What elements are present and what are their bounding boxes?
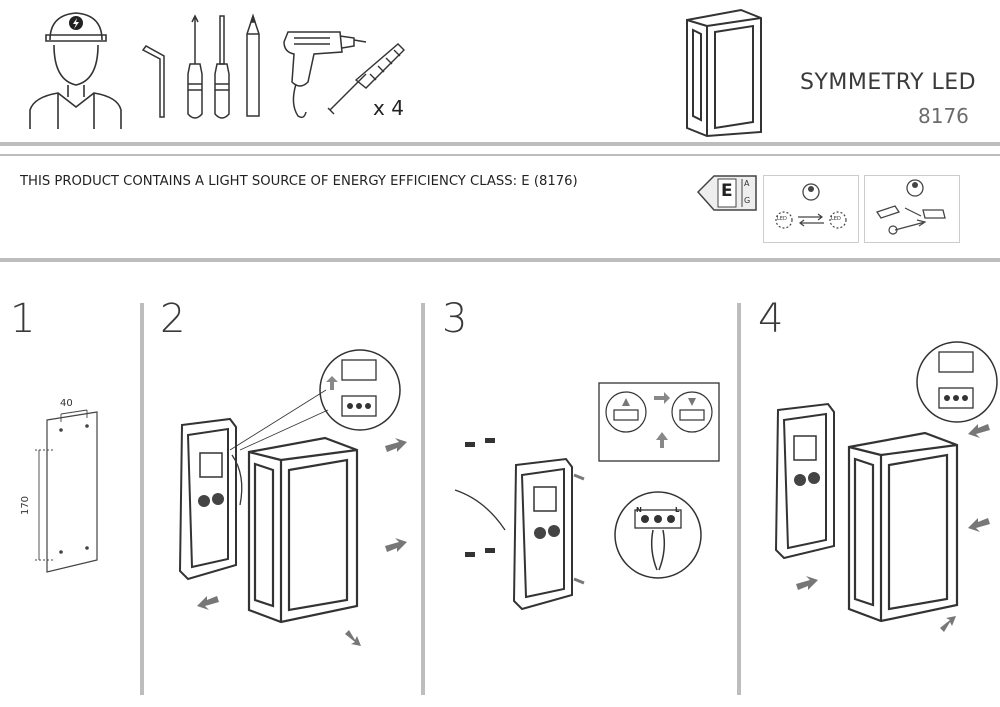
step-4-backplate-diagram: [774, 402, 835, 560]
electrician-icon: [29, 12, 122, 129]
step-3-terminal-n: N: [636, 506, 642, 514]
dimension-width: 40: [60, 398, 73, 409]
step-2-leader-lines: [229, 389, 329, 451]
replaceable-led-panel: LED LED: [763, 175, 859, 243]
flat-screwdriver-icon: [214, 15, 230, 119]
energy-class-letter: E: [721, 181, 733, 201]
step-4-frame-diagram: [847, 431, 959, 623]
pencil-icon: [246, 13, 260, 117]
energy-divider: [0, 258, 1000, 262]
energy-scale-top: A: [744, 179, 750, 188]
step-3-terminal-l: L: [675, 506, 680, 514]
step-3-screws-diagram: [454, 438, 506, 557]
step-number-4: 4: [758, 296, 784, 342]
driver-swap-icon: [875, 179, 946, 235]
led-label-left: LED: [777, 216, 787, 222]
dowel-quantity: x 4: [373, 96, 404, 120]
step-3-backplate-diagram: [512, 457, 585, 611]
step-4-arrow-icons: [796, 424, 990, 632]
step-separator-3: [737, 303, 741, 695]
screw-and-dowel-icon: [327, 43, 405, 115]
product-name: SYMMETRY LED: [800, 70, 977, 95]
step-separator-2: [421, 303, 425, 695]
energy-arrow-icon: [696, 175, 757, 211]
step-2-arrow-icons: [197, 438, 407, 646]
hex-key-icon: [141, 45, 165, 118]
product-thumbnail: [686, 8, 762, 138]
step-number-3: 3: [442, 296, 468, 342]
header-divider-thin: [0, 154, 1000, 156]
replaceable-driver-panel: [864, 175, 960, 243]
step-separator-1: [140, 303, 144, 695]
drilling-template-diagram: [35, 409, 98, 573]
phillips-screwdriver-icon: [187, 14, 203, 119]
energy-label-badge: E A G: [696, 172, 758, 214]
led-swap-icon: [775, 183, 847, 229]
step-3-clip-callout: [598, 382, 720, 462]
header-divider: [0, 142, 1000, 146]
product-code: 8176: [918, 104, 969, 128]
dimension-height: 170: [20, 495, 32, 516]
step-number-2: 2: [160, 296, 186, 342]
step-3-terminal-callout: [614, 491, 702, 579]
drill-icon: [283, 31, 367, 119]
step-2-backplate-diagram: [178, 417, 243, 581]
step-number-1: 1: [10, 296, 36, 342]
energy-notice: THIS PRODUCT CONTAINS A LIGHT SOURCE OF …: [20, 174, 578, 189]
step-2-terminal-callout: [319, 349, 401, 431]
step-4-terminal-callout: [916, 341, 998, 423]
energy-scale-bottom: G: [744, 196, 751, 205]
led-label-right: LED: [831, 216, 841, 222]
step-2-frame-diagram: [247, 436, 359, 624]
